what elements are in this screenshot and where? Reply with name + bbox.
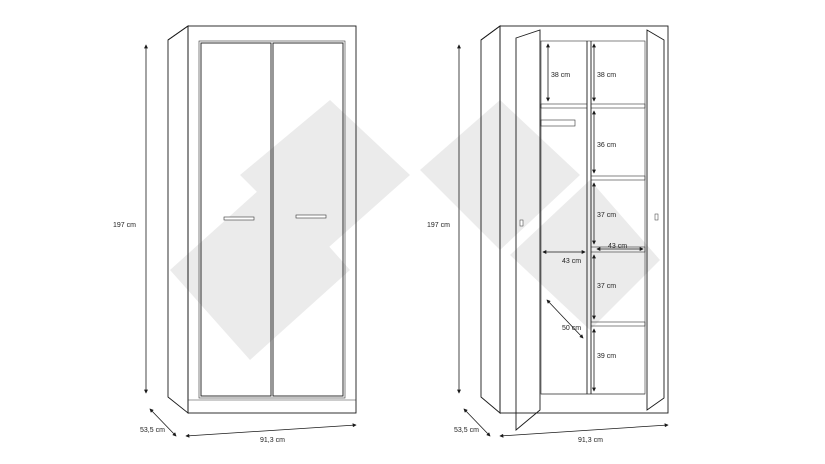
width-label: 91,3 cm: [260, 437, 285, 444]
depth-label-right: 53,5 cm: [454, 427, 479, 434]
shelf-label-5: 39 cm: [597, 353, 616, 360]
right-handle: [295, 214, 327, 219]
shelf-label-2: 36 cm: [597, 142, 616, 149]
hanging-rail: [540, 119, 576, 127]
height-label-right: 197 cm: [427, 222, 450, 229]
shelf-label-1: 38 cm: [597, 72, 616, 79]
open-wardrobe: [480, 25, 669, 431]
left-handle: [223, 216, 255, 221]
depth-dimension-line: [149, 408, 177, 437]
hanging-depth-label: 50 cm: [562, 325, 581, 332]
left-door: [200, 42, 272, 397]
closed-wardrobe: [167, 25, 357, 414]
width-dimension-line: [185, 423, 357, 438]
open-left-door: [515, 29, 541, 431]
left-top-compartment-label: 38 cm: [551, 72, 570, 79]
width-dimension-line-right: [499, 423, 669, 438]
depth-label: 53,5 cm: [140, 427, 165, 434]
hanging-width-label: 43 cm: [562, 258, 581, 265]
height-label: 197 cm: [113, 222, 136, 229]
right-door: [272, 42, 344, 397]
depth-dimension-line-right: [463, 408, 491, 437]
width-label-right: 91,3 cm: [578, 437, 603, 444]
inner-dimensions: [542, 43, 644, 392]
open-right-door: [646, 29, 665, 411]
watermark-logo: [170, 100, 660, 360]
shelf-label-3: 37 cm: [597, 212, 616, 219]
shelf-width-label: 43 cm: [608, 243, 627, 250]
shelf-label-4: 37 cm: [597, 283, 616, 290]
